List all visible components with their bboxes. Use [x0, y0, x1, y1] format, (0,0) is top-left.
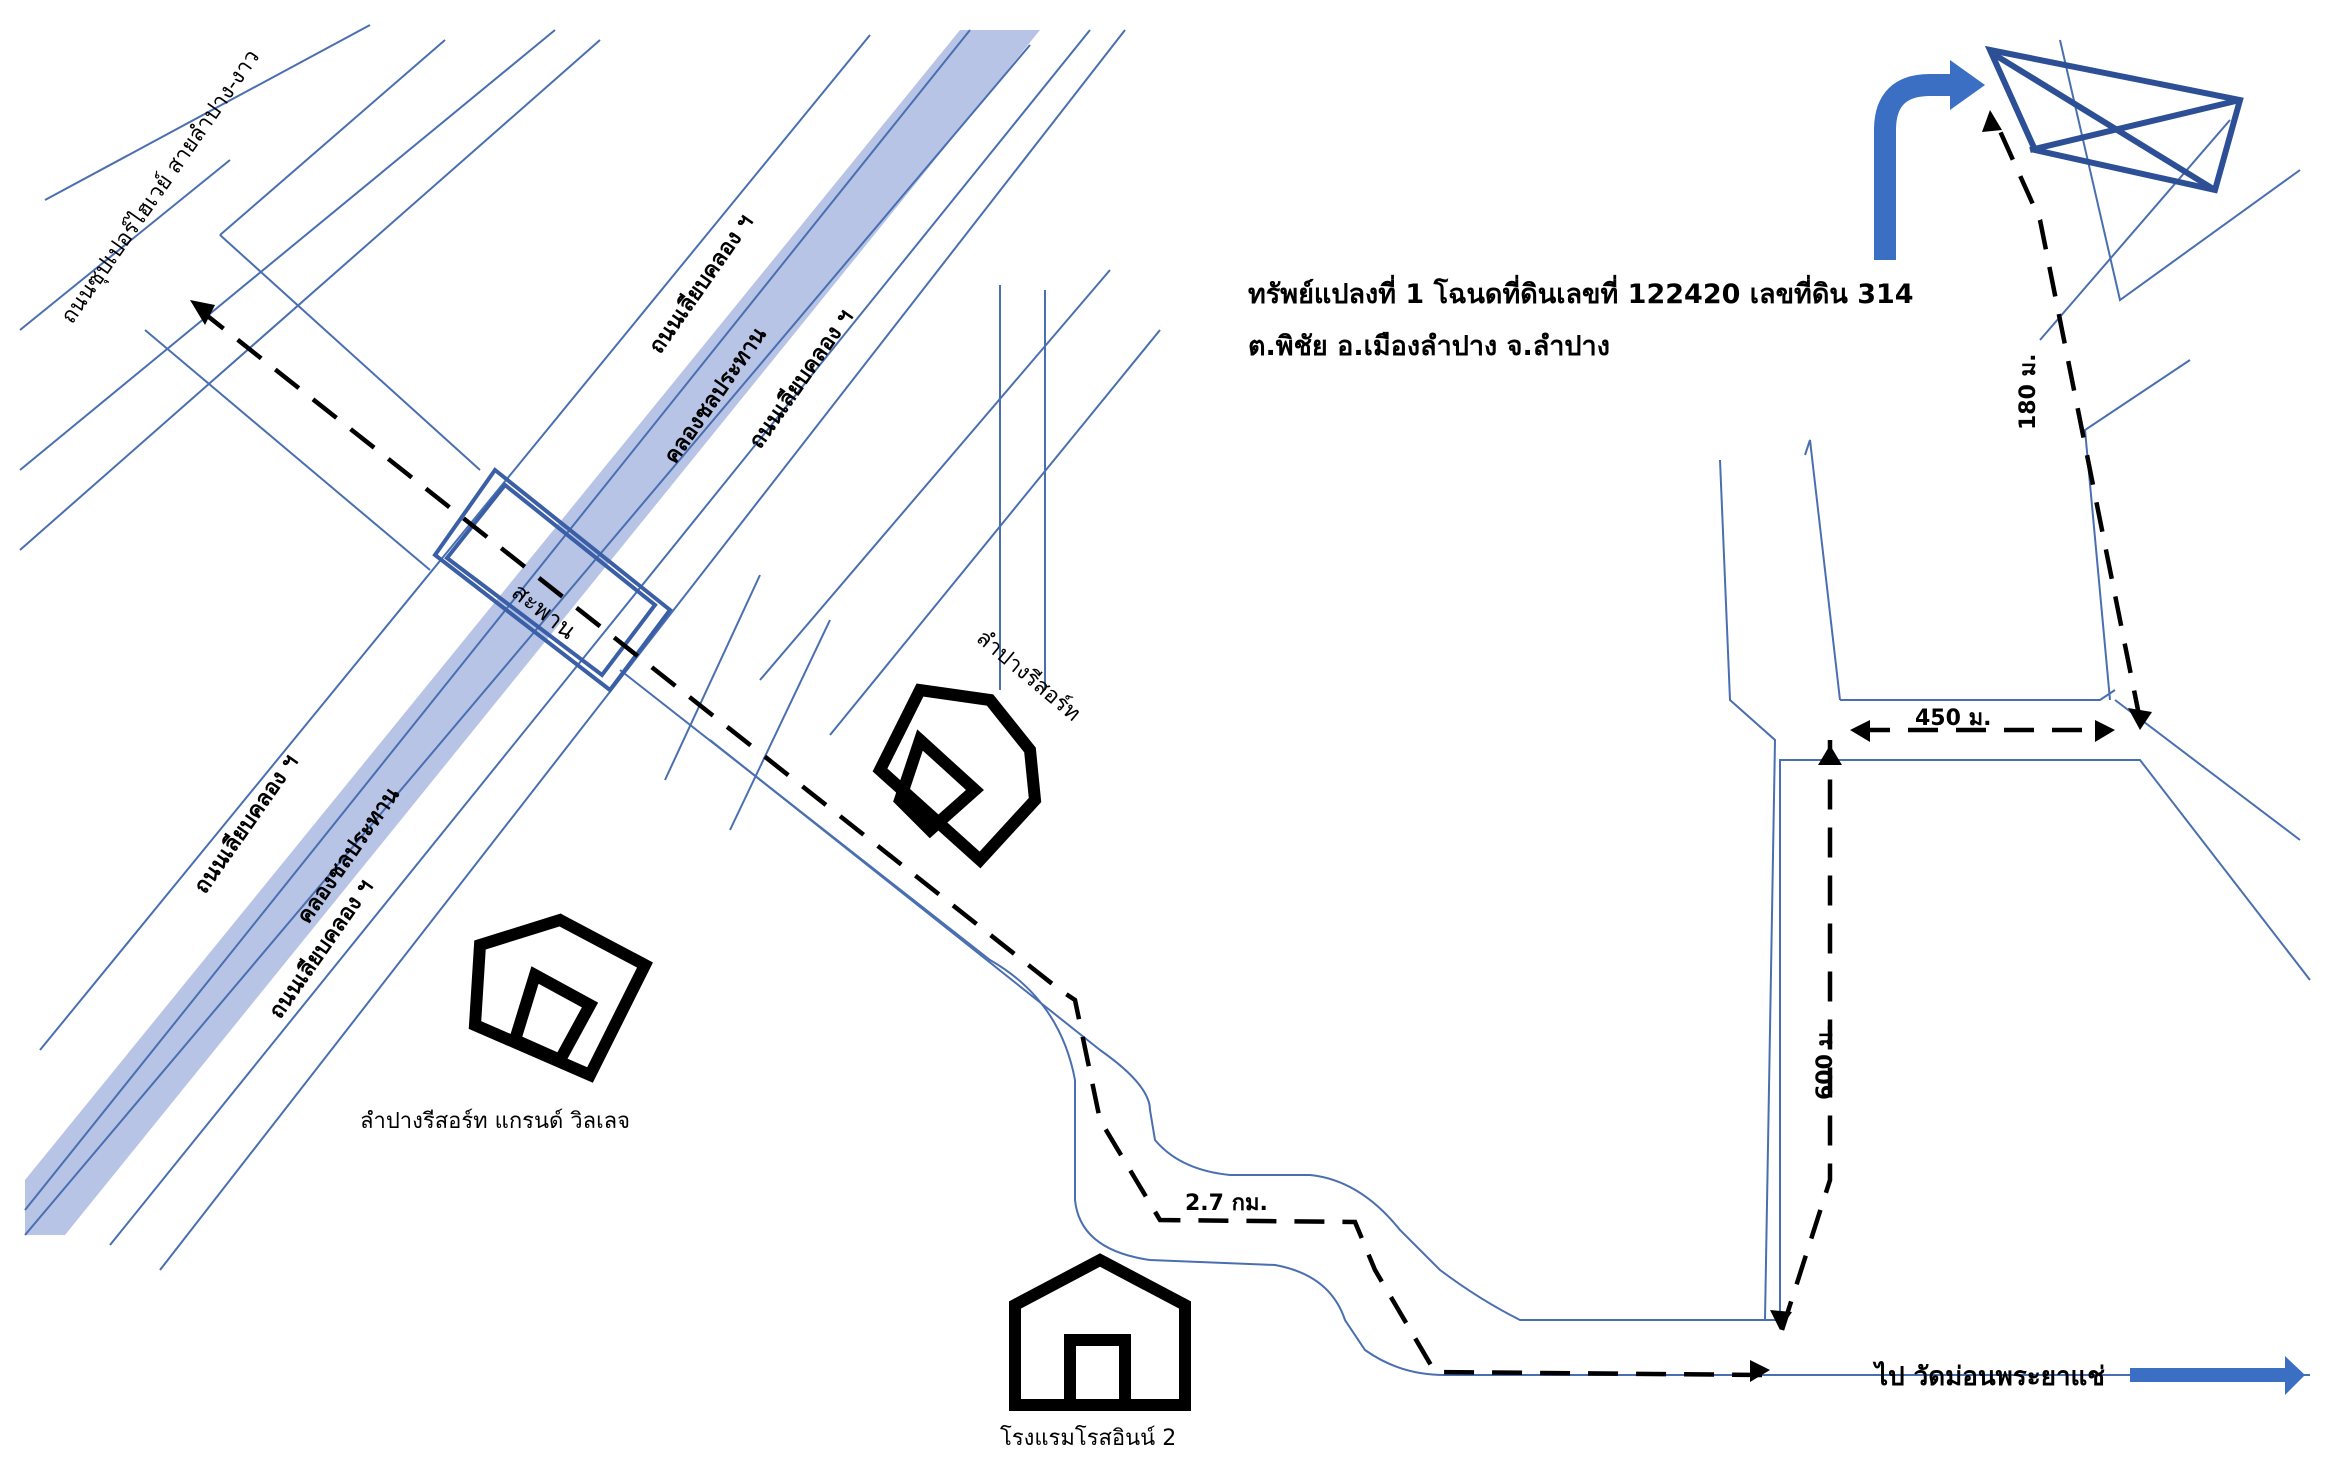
resort2-label: ลำปางรีสอร์ท แกรนด์ วิลเลจ: [360, 1109, 630, 1134]
distance-2-7km: 2.7 กม.: [1185, 1191, 1268, 1216]
hotel-label: โรงแรมโรสอินน์ 2: [1000, 1425, 1176, 1451]
blue-arrow-to-plot-icon: [1874, 60, 1985, 260]
distance-600m: 600 ม.: [1813, 1024, 1838, 1100]
route-road: [619, 39, 2311, 1376]
title-line-1: ทรัพย์แปลงที่ 1 โฉนดที่ดินเลขที่ 122420 …: [1248, 274, 1914, 310]
resort1-label: ลำปางรีสอร์ท: [971, 625, 1085, 726]
resort1-house-icon: [872, 683, 1042, 869]
side-streets: [664, 269, 1161, 831]
route-arrowheads: [190, 110, 2152, 1382]
superhighway-road: [19, 24, 481, 571]
to-temple-label: ไป วัดม่อนพระยาแช่: [1872, 1360, 2105, 1392]
distance-180m: 180 ม.: [2016, 354, 2041, 430]
hotel-house-icon: [1009, 1253, 1191, 1411]
canal-side-roads: [19, 29, 1126, 1271]
resort2-house-icon: [468, 913, 653, 1083]
plot-marker: [1984, 45, 2244, 194]
route-path: [198, 119, 2143, 1378]
distance-450m: 450 ม.: [1915, 706, 1991, 731]
bridge: [432, 467, 673, 693]
title-line-2: ต.พิชัย อ.เมืองลำปาง จ.ลำปาง: [1248, 331, 1610, 362]
superhighway-label: ถนนซุปเปอร์ไฮเวย์ สายลำปาง-งาว: [56, 45, 265, 329]
blue-arrow-to-temple-icon: [2130, 1356, 2305, 1395]
